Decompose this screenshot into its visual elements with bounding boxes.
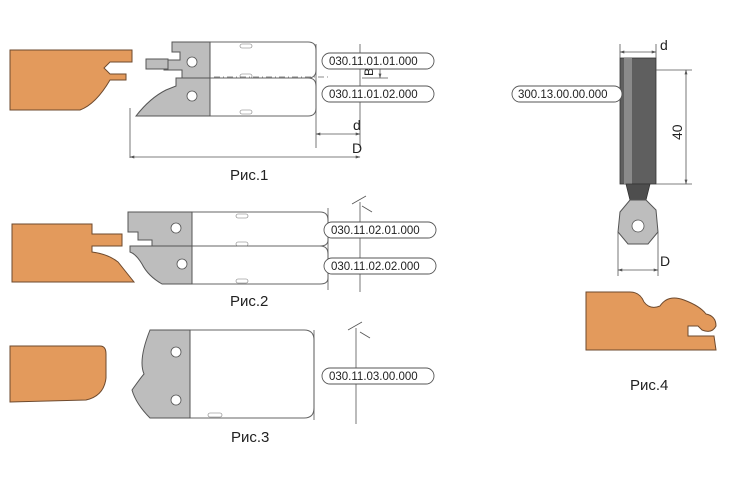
- screw-hole: [186, 90, 198, 102]
- dim-label-D: D: [352, 140, 362, 156]
- screw-hole: [631, 219, 645, 233]
- cutter-body-top: [209, 41, 317, 79]
- figure-caption-3: Рис.3: [231, 429, 269, 446]
- dim-label-D: D: [660, 253, 670, 269]
- slot-mark: [239, 109, 253, 115]
- knife-3: [131, 329, 191, 419]
- dim-label-d: d: [353, 117, 361, 133]
- dim-label-b: B: [362, 68, 376, 76]
- knife-2-1: [127, 211, 193, 247]
- part-code-badge: [321, 367, 435, 385]
- figure-caption-1: Рис.1: [230, 167, 268, 184]
- cutter-body-bottom: [209, 77, 317, 117]
- knife-tip-1-1: [145, 58, 169, 70]
- part-code-badge: [511, 85, 623, 103]
- slot-mark: [239, 73, 253, 79]
- figure-caption-4: Рис.4: [630, 377, 668, 394]
- knife-1-2: [134, 77, 211, 117]
- dim-label-length: 40: [669, 124, 685, 140]
- figure-2: 030.11.02.01.000 030.11.02.02.000 Рис.2: [11, 195, 437, 310]
- slot-mark: [235, 213, 249, 219]
- slot-mark: [235, 241, 249, 247]
- part-code-badge: [321, 52, 435, 70]
- part-code-2-1: 030.11.02.01.000: [331, 225, 420, 237]
- screw-hole: [186, 56, 198, 68]
- screw-hole: [176, 258, 188, 270]
- part-code-badge: [323, 221, 437, 239]
- part-code-1-1: 030.11.01.01.000: [329, 56, 418, 68]
- part-code-badge: [321, 85, 435, 103]
- cutter-body-top: [191, 211, 329, 247]
- part-code-2-2: 030.11.02.02.000: [331, 261, 420, 273]
- figure-3: 030.11.03.00.000 Рис.3: [9, 321, 435, 446]
- dim-label-d: d: [660, 37, 668, 53]
- figure-4: d 40 D 300.13.00.00.000 Рис.4: [511, 37, 717, 394]
- cutter-body-bottom: [191, 245, 329, 285]
- part-code-badge: [323, 257, 437, 275]
- screw-hole: [170, 394, 182, 406]
- figure-caption-2: Рис.2: [230, 293, 268, 310]
- slot-mark: [239, 43, 253, 49]
- router-bit-neck: [625, 183, 651, 201]
- slot-mark: [207, 412, 223, 418]
- workpiece-profile-4: [585, 291, 717, 351]
- figure-1: B d D 030.11.01.01.000 030.11.01.02.000 …: [9, 41, 435, 184]
- slot-mark: [235, 278, 249, 284]
- workpiece-profile-3: [9, 345, 107, 403]
- screw-hole: [170, 222, 182, 234]
- screw-hole: [170, 346, 182, 358]
- part-code-3: 030.11.03.00.000: [329, 371, 418, 383]
- knife-2-2: [129, 245, 193, 285]
- cutter-body: [189, 329, 315, 419]
- workpiece-profile-2: [11, 223, 136, 283]
- part-code-4: 300.13.00.00.000: [518, 89, 608, 101]
- part-code-1-2: 030.11.01.02.000: [329, 89, 418, 101]
- workpiece-profile-1: [9, 49, 133, 111]
